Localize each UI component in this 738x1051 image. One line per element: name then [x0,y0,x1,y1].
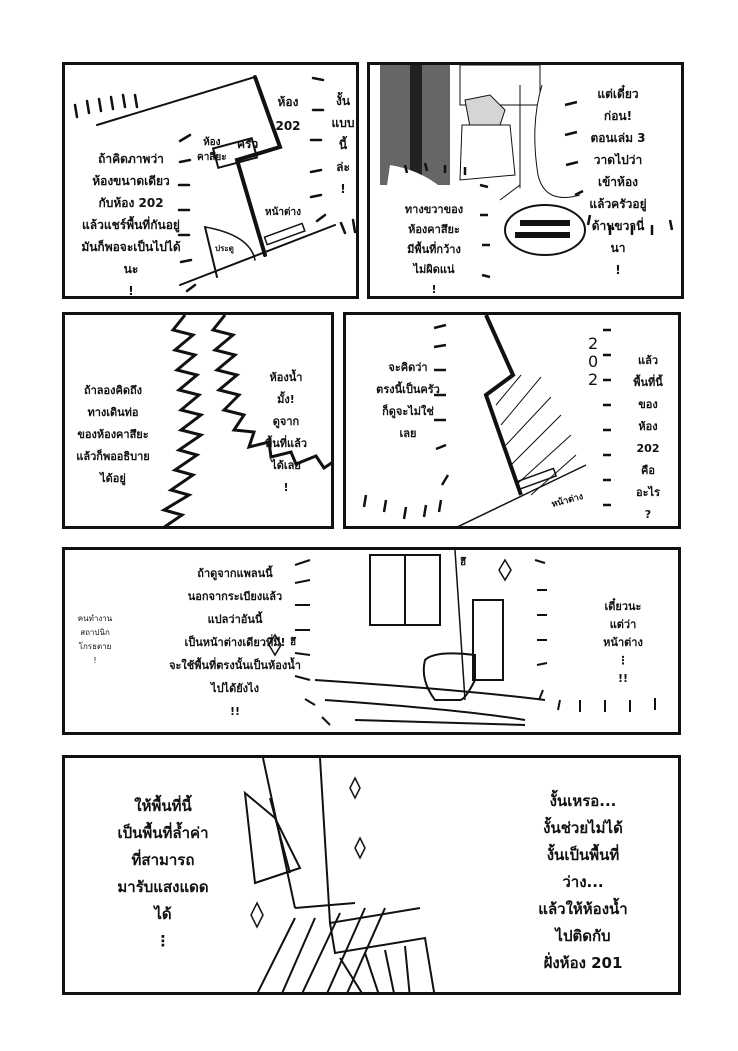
speech-left: ทางขวาของ ห้องคาสึยะ มีพื้นที่กว้าง ไม่ผ… [404,203,464,296]
right-text: งั้นเหรอ... งั้นช่วยไม่ได้ งั้นเป็นพื้นท… [538,792,628,972]
aside-text: คนทำงาน สถาปนิก โกรธตาย ! [77,614,113,665]
sfx-text: ฮึ [460,557,467,568]
narration-text: ถ้าคิดภาพว่า ห้องขนาดเดียว กับห้อง 202 แ… [81,152,181,298]
panel-sunlit-space: ให้พื้นที่นี้ เป็นพื้นที่ล้ำค่า ที่สามาร… [62,755,681,995]
left-text: ให้พื้นที่นี้ เป็นพื้นที่ล้ำค่า ที่สามาร… [117,797,209,950]
text-left: จะคิดว่า ตรงนี้เป็นครัว ก็ดูจะไม่ใช่ เลย [376,361,440,440]
hallway-illustration [243,758,436,992]
panel-bathroom-guess: ถ้าลองคิดถึง ทางเดินท่อ ของห้องคาสึยะ แล… [62,312,334,529]
speech-right: แต่เดี๋ยวก่อน! ตอนเล่ม 3 วาดไปว่าเข้าห้อ… [589,87,647,277]
character-illustration [370,65,674,296]
kasuya-room-label: ห้อง คาสึยะ [197,137,227,163]
toilet-illustration [268,550,656,726]
sfx-text-2: ฮึ [290,637,297,648]
room-202-label: ห้อง 202 [275,95,301,133]
floorplan-sketch [73,75,356,293]
window-label: หน้าต่าง [265,207,302,218]
zigzag-border [160,315,331,526]
panel-character-scene: แต่เดี๋ยวก่อน! ตอนเล่ม 3 วาดไปว่าเข้าห้อ… [367,62,684,299]
room-number-label: 2 0 2 [588,334,599,389]
panel-toilet-window: คนทำงาน สถาปนิก โกรธตาย ! ถ้าดูจากแพลนนี… [62,547,681,735]
door-label: ประตู [215,244,234,253]
panel-floorplan-guess: ถ้าคิดภาพว่า ห้องขนาดเดียว กับห้อง 202 แ… [62,62,359,299]
right-text: เดี๋ยวนะ แต่ว่าหน้าต่าง ⋮ !! [603,600,643,685]
exclaim-text: งั้น แบบ นี้ ล่ะ ! [331,94,355,196]
text-right: ห้องน้ำมั้ง! ดูจากพื้นที่แล้ว ได้เลย ! [264,371,308,494]
floorplan-202-sketch [362,315,611,526]
main-text: ถ้าดูจากแพลนนี้ นอกจากระเบียงแล้ว แปลว่า… [169,567,301,718]
text-left: ถ้าลองคิดถึง ทางเดินท่อ ของห้องคาสึยะ แล… [76,384,150,485]
text-right: แล้ว พื้นที่นี้ ของห้อง 202 คืออะไร ? [633,354,663,521]
panel-room-202-question: จะคิดว่า ตรงนี้เป็นครัว ก็ดูจะไม่ใช่ เลย… [343,312,681,529]
kitchen-label: ครัว [237,137,259,151]
